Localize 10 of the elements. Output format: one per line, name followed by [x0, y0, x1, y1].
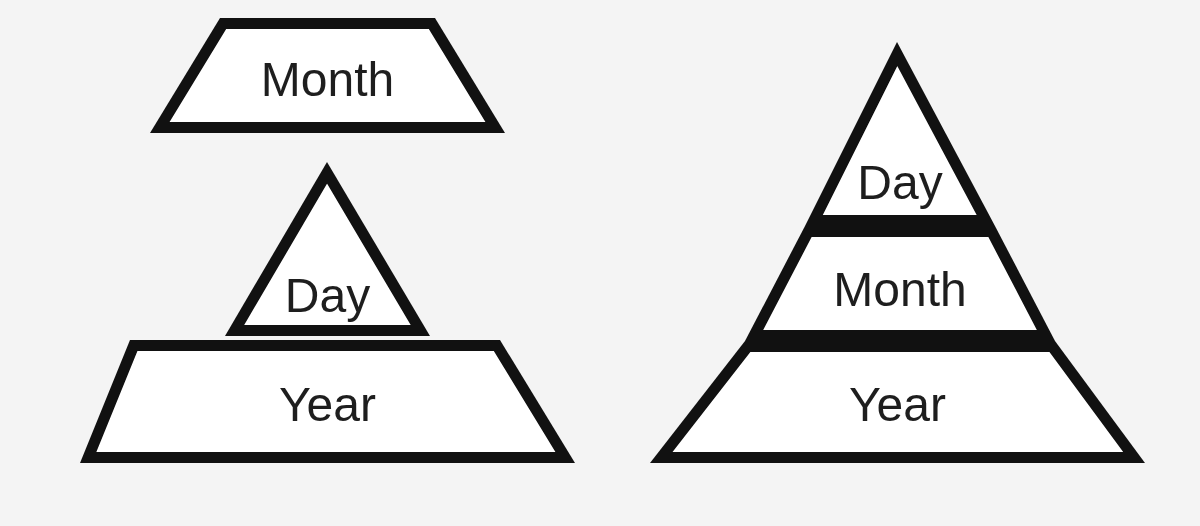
shape-label: Day — [856, 157, 944, 209]
shape-label: Day — [283, 270, 372, 322]
trapezoid-shape — [745, 226, 1055, 341]
shape-label: Month — [259, 54, 396, 106]
shape-label: Year — [278, 379, 377, 431]
trapezoid-shape — [650, 341, 1145, 463]
trapezoid-shape — [150, 18, 505, 133]
shape-label: Month — [832, 264, 968, 316]
shape-label: Year — [848, 379, 947, 431]
trapezoid-shape — [80, 340, 575, 463]
